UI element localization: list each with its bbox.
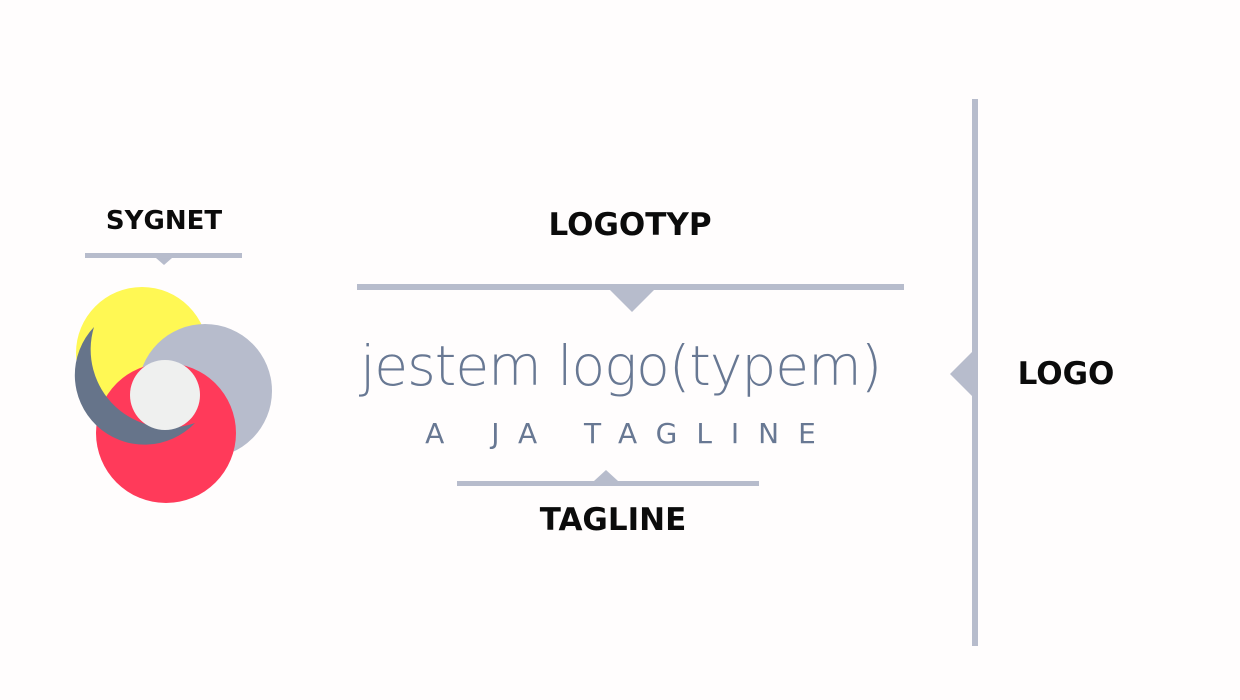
logo-label: LOGO (1017, 356, 1115, 392)
wordmark-text: jestem logo(typem) (360, 334, 882, 398)
logotyp-label: LOGOTYP (548, 207, 712, 243)
tagline-bracket (457, 470, 759, 486)
logotyp-bracket (357, 284, 904, 312)
sygnet-bracket (85, 253, 242, 265)
sygnet-symbol (74, 287, 272, 503)
logo-bracket (950, 99, 978, 646)
tagline-text: A JA TAGLINE (425, 417, 835, 450)
petal-slate (74, 327, 195, 445)
sygnet-center (130, 360, 200, 430)
sygnet-label: SYGNET (105, 206, 223, 236)
tagline-label: TAGLINE (539, 502, 687, 538)
